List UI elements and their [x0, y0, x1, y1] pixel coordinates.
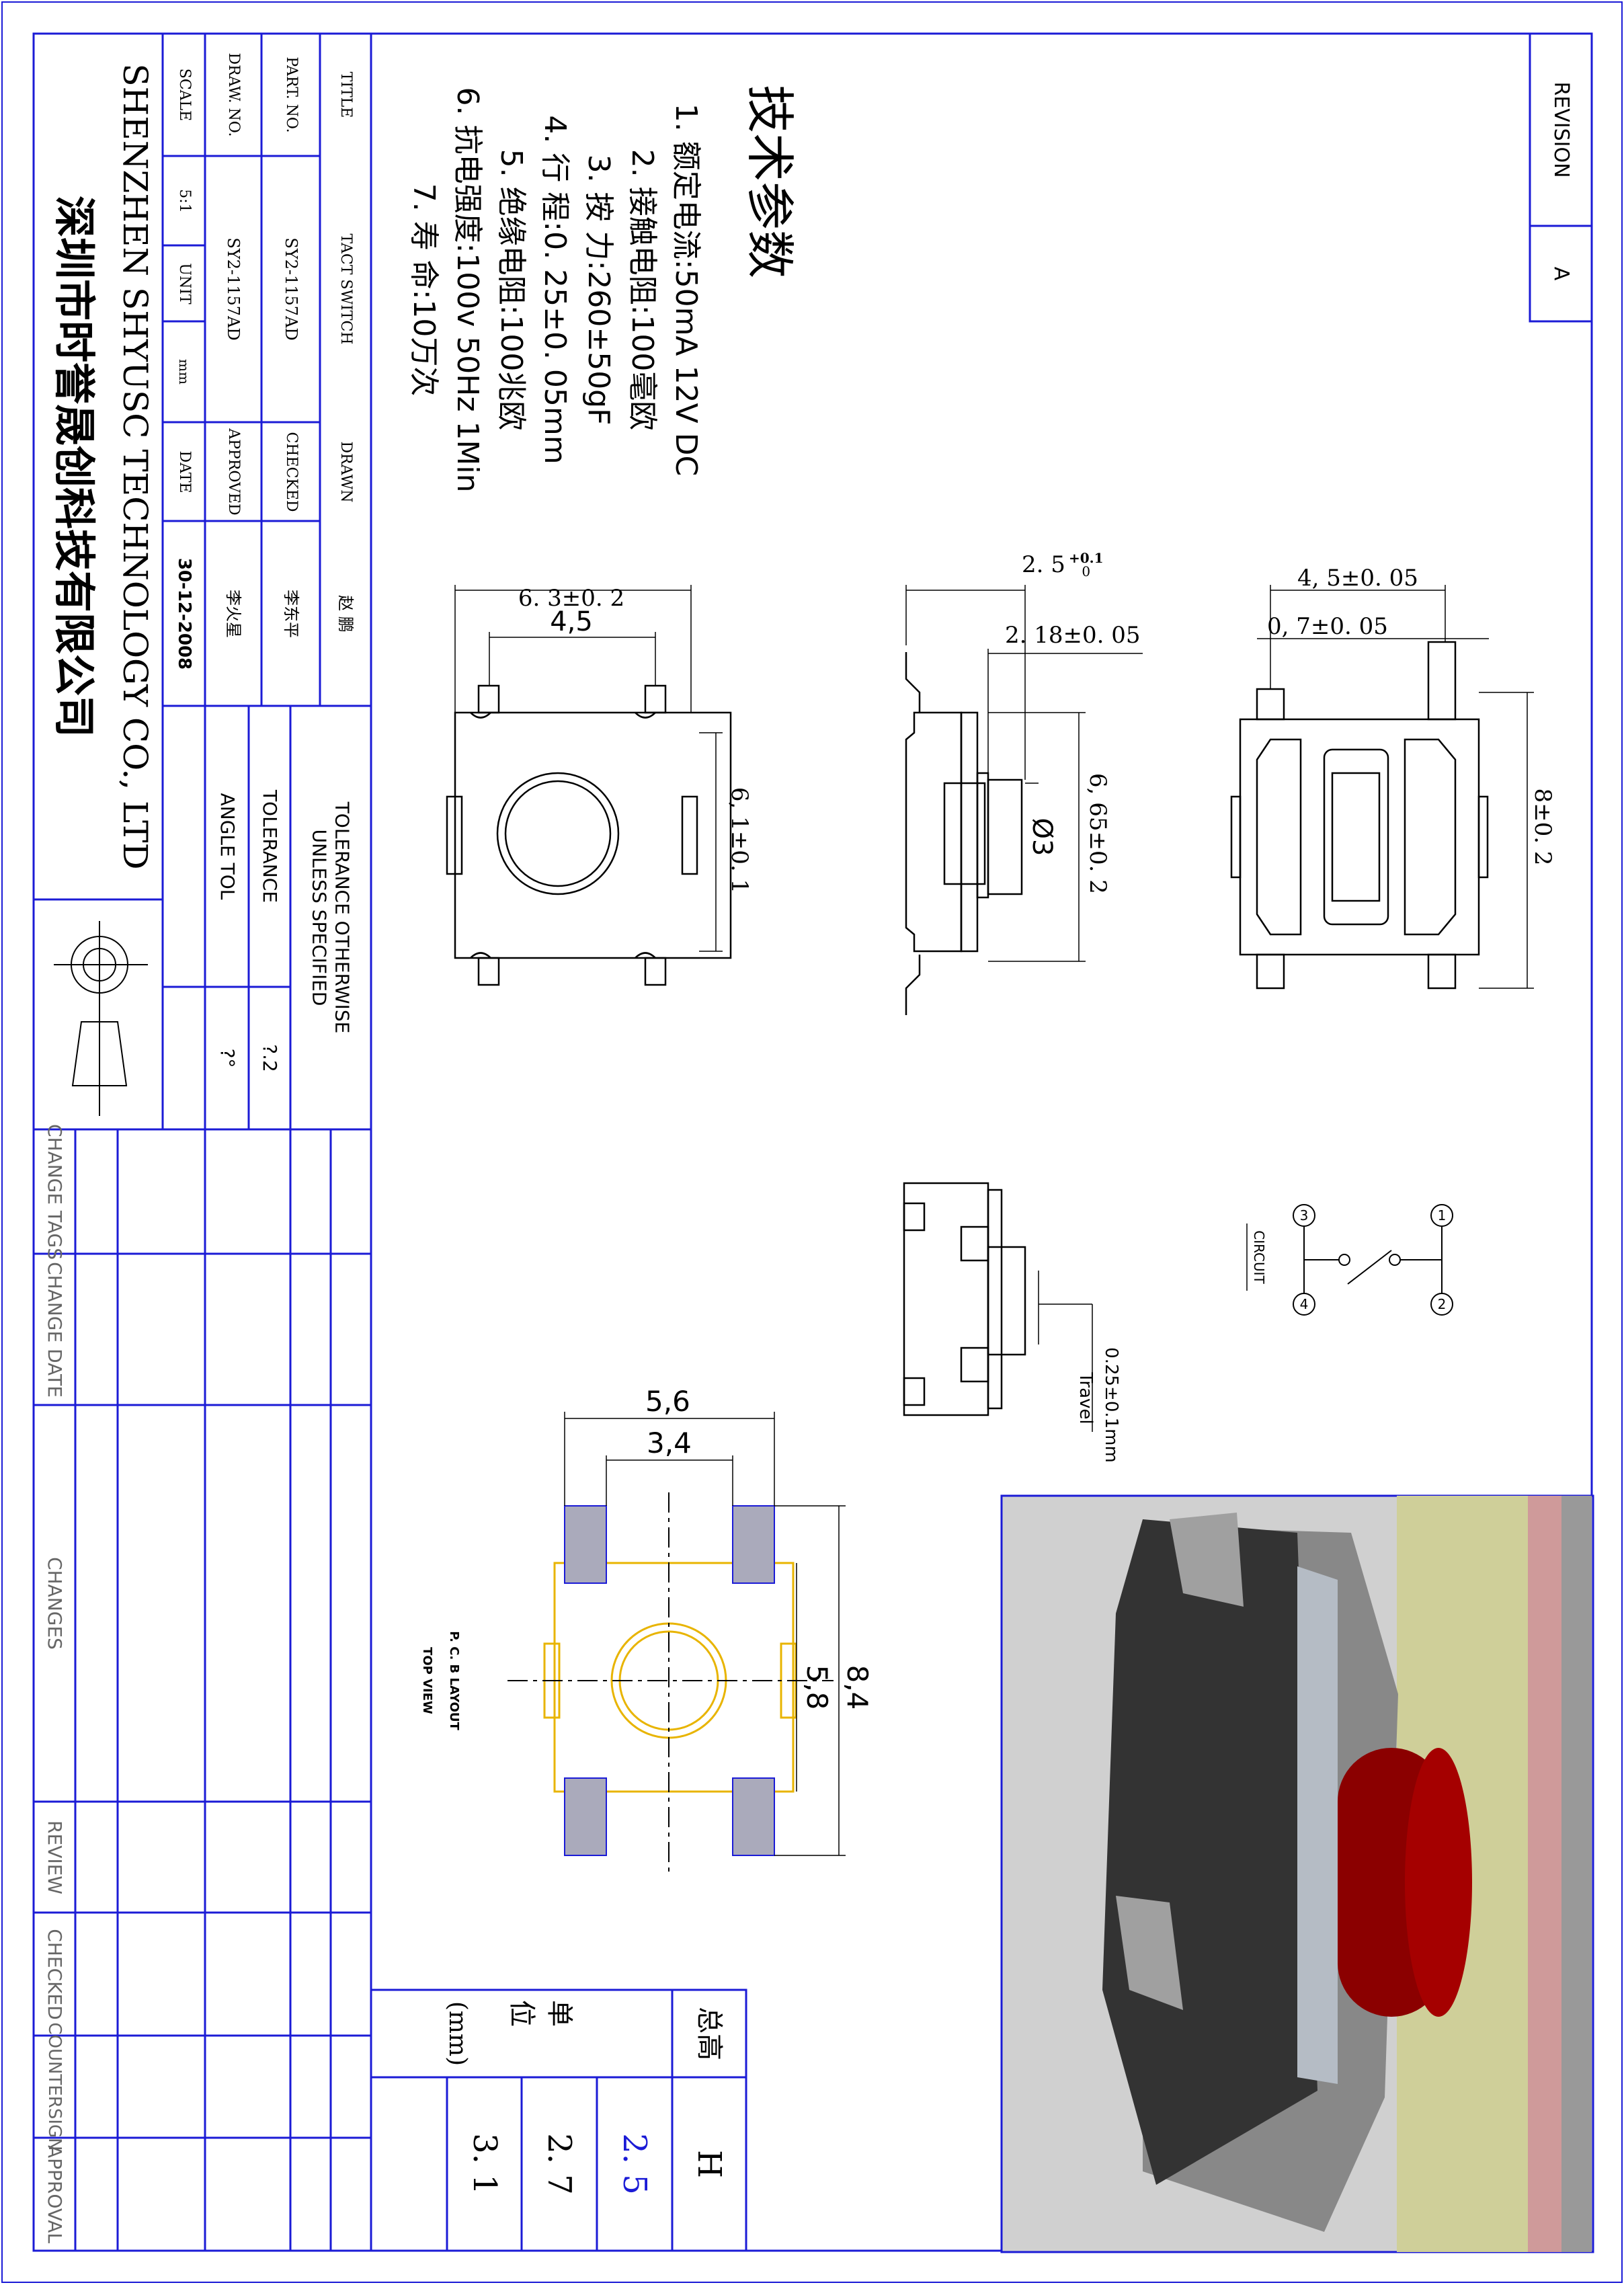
- title-value: TACT SWITCH: [337, 233, 354, 345]
- dim-pcb-w2: 3,4: [647, 1427, 692, 1459]
- spec-item: 3. 按 力:260±50gF: [581, 154, 616, 426]
- specs-heading: 技术参数: [741, 84, 798, 279]
- checked-label: CHECKED: [282, 431, 300, 512]
- change-date-label: CHANGE DATE: [44, 1261, 66, 1398]
- top-view-drawing: [446, 684, 732, 986]
- unit-mm: (mm): [444, 2001, 471, 2067]
- approved-label: APPROVED: [225, 428, 242, 516]
- total-height-label: 总高: [694, 2007, 725, 2060]
- dim-side-width: 6, 65±0. 2: [1084, 773, 1111, 894]
- dim-side-h1-minus: 0: [1082, 563, 1091, 579]
- unit-label: UNIT: [175, 262, 193, 305]
- approval-label: APPROVAL: [44, 2144, 66, 2244]
- projection-symbol-icon: [54, 921, 148, 1116]
- pcb-layout-drawing: [508, 1492, 834, 1876]
- angle-tol-label: ANGLE TOL: [216, 793, 239, 900]
- height-h: H: [690, 2150, 728, 2178]
- checked-col-label: CHECKED: [44, 1928, 66, 2020]
- date-value: 30-12-2008: [173, 557, 194, 670]
- unit-value: mm: [175, 359, 192, 385]
- title-label: TITLE: [337, 71, 354, 118]
- review-label: REVIEW: [44, 1820, 66, 1894]
- unit-cn-2: 位: [506, 2000, 537, 2027]
- scale-label: SCALE: [175, 68, 193, 122]
- pcb-dims: [564, 1412, 846, 1856]
- checked-value: 李东平: [281, 589, 300, 638]
- spec-item: 4. 行 程:0. 25±0. 05mm: [538, 115, 572, 465]
- dim-side-h2: 2. 18±0. 05: [1005, 622, 1141, 649]
- pcb-layout-label: P. C. B LAYOUT: [447, 1631, 461, 1730]
- draw-label: DRAW. NO.: [225, 52, 242, 137]
- pin-2-label: 2: [1437, 1296, 1447, 1312]
- circuit-label: CIRCUIT: [1251, 1230, 1267, 1284]
- dim-top-inner: 4,5: [550, 606, 593, 637]
- height-v1: 2. 5: [616, 2133, 653, 2195]
- company-chinese: 深圳市时誉晟创科技有限公司: [50, 195, 99, 738]
- part-value: SY2-1157AD: [281, 237, 300, 341]
- specs-list: 1. 额定电流:50mA 12V DC 2. 接触电阻:100毫欧 3. 按 力…: [390, 58, 706, 522]
- angle-tol-value: ?°: [216, 1048, 239, 1068]
- tolerance-value: ?.2: [259, 1044, 281, 1072]
- spec-item: 1. 额定电流:50mA 12V DC: [669, 103, 703, 477]
- height-v3: 3. 1: [465, 2133, 503, 2195]
- drawn-label: DRAWN: [337, 440, 354, 503]
- dim-side-h1-plus: +0.1: [1068, 550, 1104, 566]
- bottom-view-drawing: [1230, 641, 1489, 990]
- drawn-value: 赵 鹏: [336, 594, 355, 633]
- dim-pcb-w1: 5,6: [645, 1385, 690, 1418]
- dim-top-height: 6, 1±0. 1: [726, 787, 753, 894]
- countersign-label: COUNTERSIGN: [44, 2022, 65, 2151]
- changes-label: CHANGES: [44, 1557, 66, 1650]
- dim-pcb-h2: 5,8: [801, 1664, 834, 1710]
- pin-1-label: 1: [1437, 1207, 1447, 1223]
- date-label: DATE: [175, 450, 193, 493]
- top-view-label: TOP VIEW: [420, 1647, 434, 1714]
- tolerance-heading-line2: UNLESS SPECIFIED: [309, 829, 331, 1006]
- dim-bottom-h: 8±0. 2: [1529, 788, 1556, 866]
- company-english: SHENZHEN SHYUSC TECHNOLOGY CO., LTD: [116, 63, 155, 870]
- dim-bottom-w1: 4, 5±0. 05: [1297, 565, 1418, 592]
- revision-label: REVISION: [1549, 81, 1573, 178]
- dim-bottom-w2: 0, 7±0. 05: [1267, 613, 1388, 640]
- spec-item: 5. 绝缘电阻:100兆欧: [494, 149, 528, 431]
- revision-value: A: [1549, 266, 1573, 281]
- scale-value: 5:1: [175, 188, 193, 213]
- spec-item: 7. 寿 命:10万次: [407, 183, 441, 397]
- side-view-dims: [905, 585, 1143, 962]
- top-view-dims: [454, 585, 723, 952]
- side-view-drawing: [905, 652, 1023, 1015]
- pin-4-label: 4: [1299, 1296, 1309, 1312]
- tolerance-label: TOLERANCE: [259, 789, 281, 904]
- dim-top-width: 6. 3±0. 2: [518, 585, 625, 612]
- travel-value: 0.25±0.1mm: [1100, 1347, 1121, 1463]
- dim-side-h1: 2. 5 +0.1 0: [1022, 550, 1104, 579]
- spec-item: 6. 抗电强度:100v 50Hz 1Min: [450, 87, 485, 493]
- travel-dims: [1038, 1271, 1093, 1432]
- spec-item: 2. 接触电阻:100毫欧: [625, 149, 659, 431]
- tolerance-heading-line1: TOLERANCE OTHERWISE: [331, 801, 354, 1034]
- 3d-render-image: [1000, 1494, 1594, 2253]
- dim-pcb-h1: 8,4: [841, 1664, 874, 1710]
- change-tags-label: CHANGE TAGS: [44, 1123, 66, 1260]
- travel-view-drawing: [903, 1182, 1026, 1416]
- bottom-view-dims: [1257, 585, 1534, 989]
- part-label: PART. NO.: [282, 56, 300, 133]
- travel-label: Travel: [1075, 1372, 1096, 1425]
- draw-value: SY2-1157AD: [224, 237, 243, 341]
- tolerance-heading: TOLERANCE OTHERWISE UNLESS SPECIFIED: [290, 706, 371, 1129]
- approved-value: 李火星: [224, 589, 243, 638]
- height-v2: 2. 7: [540, 2133, 578, 2195]
- circuit-diagram: [1293, 1204, 1453, 1316]
- dim-side-dia: Ø3: [1026, 817, 1057, 856]
- pin-3-label: 3: [1299, 1207, 1309, 1223]
